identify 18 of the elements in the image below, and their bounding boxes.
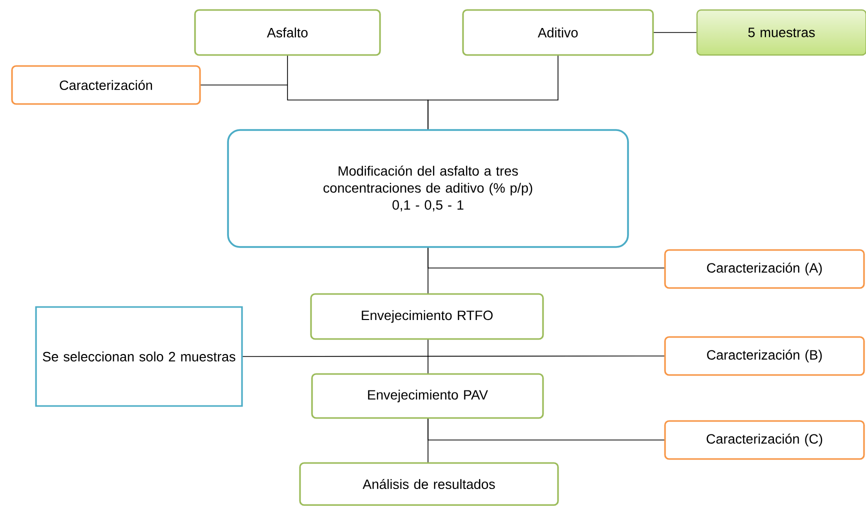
connector-line <box>428 418 666 440</box>
characterization-box: Caracterización (C) <box>664 420 865 460</box>
process-box: Modificación del asfalto a tres concentraciones de aditivo (% p/p) 0,1 - 0,5 - 1 <box>227 129 629 248</box>
process-box: Asfalto <box>194 9 381 56</box>
process-box: Envejecimiento RTFO <box>310 293 544 340</box>
connector-line <box>428 246 666 268</box>
note-box: Se seleccionan solo 2 muestras <box>35 306 243 407</box>
connector-line <box>428 54 558 130</box>
sample-box: 5 muestras <box>696 9 866 56</box>
process-box: Envejecimiento PAV <box>311 373 544 419</box>
characterization-box: Caracterización (A) <box>664 249 865 289</box>
process-box: Aditivo <box>462 9 654 56</box>
connector-line <box>200 84 288 86</box>
connector-line <box>242 356 666 357</box>
process-box: Análisis de resultados <box>299 462 559 506</box>
connector-line <box>652 32 698 33</box>
characterization-box: Caracterización (B) <box>664 336 865 376</box>
characterization-box: Caracterización <box>11 65 201 105</box>
